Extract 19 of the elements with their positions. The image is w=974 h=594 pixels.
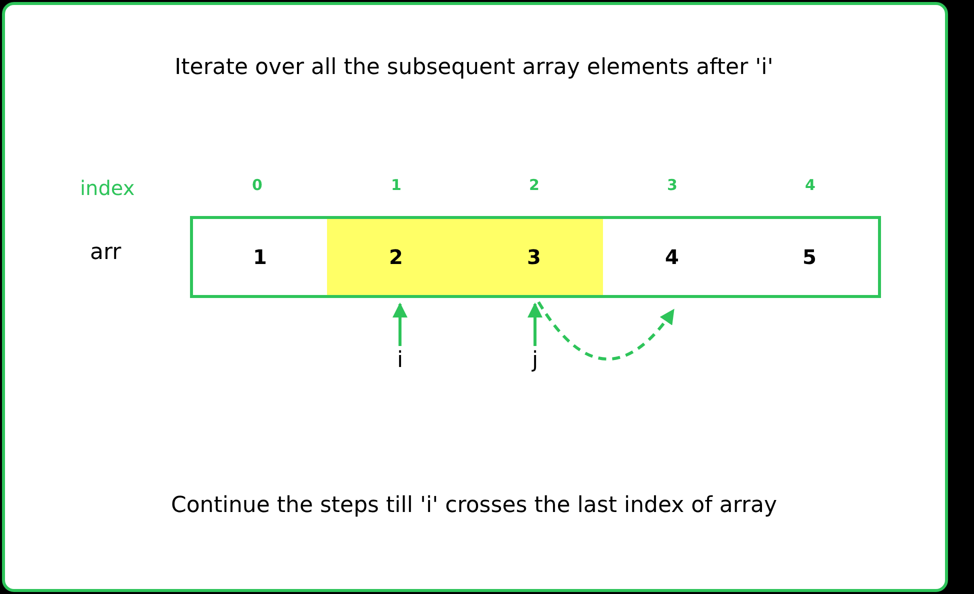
array-cell: 4 xyxy=(603,216,744,298)
index-number: 4 xyxy=(805,176,816,194)
arrow xyxy=(392,302,408,346)
index-number: 0 xyxy=(252,176,262,194)
arrow xyxy=(537,301,675,360)
array-cell: 5 xyxy=(741,216,881,298)
index-number: 3 xyxy=(667,176,678,194)
array-cell: 2 xyxy=(327,216,468,298)
array-cell: 1 xyxy=(190,216,330,298)
row-label: arr xyxy=(90,240,122,265)
pointer-label: i xyxy=(390,346,410,374)
row-label: index xyxy=(80,176,135,200)
index-number: 1 xyxy=(391,176,402,194)
pointer-label: j xyxy=(525,346,545,374)
index-number: 2 xyxy=(529,176,540,194)
caption: Continue the steps till 'i' crosses the last index of array xyxy=(170,493,778,518)
title: Iterate over all the subsequent array elements after 'i' xyxy=(174,55,774,80)
array-cell: 3 xyxy=(465,216,606,298)
arrow xyxy=(528,302,542,346)
